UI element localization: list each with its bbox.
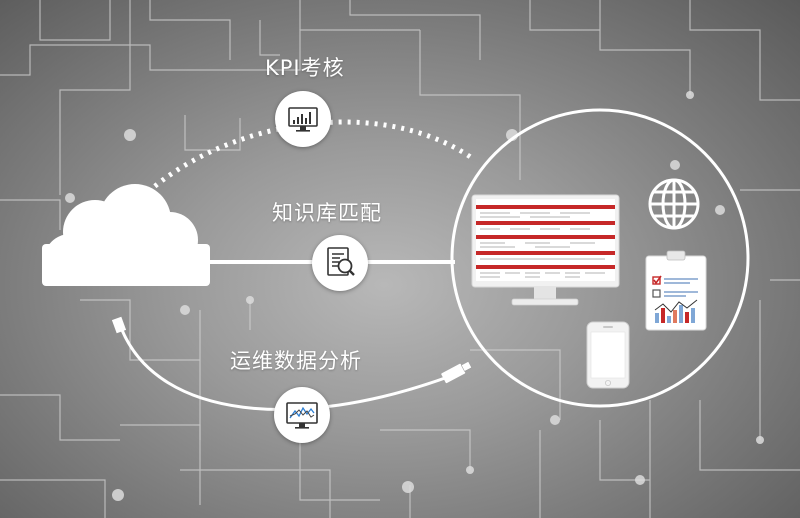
bar-chart-monitor-icon [288,107,318,132]
cloud-icon [42,184,210,286]
desktop-monitor-icon [471,194,620,306]
device-ring [450,108,750,408]
line-chart-monitor-icon [286,402,318,429]
ops-analysis-label: 运维数据分析 [230,349,362,373]
smartphone-icon [586,321,630,389]
cable-curve [120,329,446,411]
ops-analysis-badge[interactable] [274,387,330,443]
kpi-badge[interactable] [275,91,331,147]
usb-plug-icon [111,316,127,334]
knowledge-label: 知识库匹配 [272,201,382,225]
document-magnifier-icon [327,247,355,276]
knowledge-badge[interactable] [312,235,368,291]
usb-plug-icon [441,361,472,384]
kpi-label: KPI考核 [265,56,345,80]
checklist-clipboard-icon [645,250,707,331]
globe-icon [648,178,700,230]
